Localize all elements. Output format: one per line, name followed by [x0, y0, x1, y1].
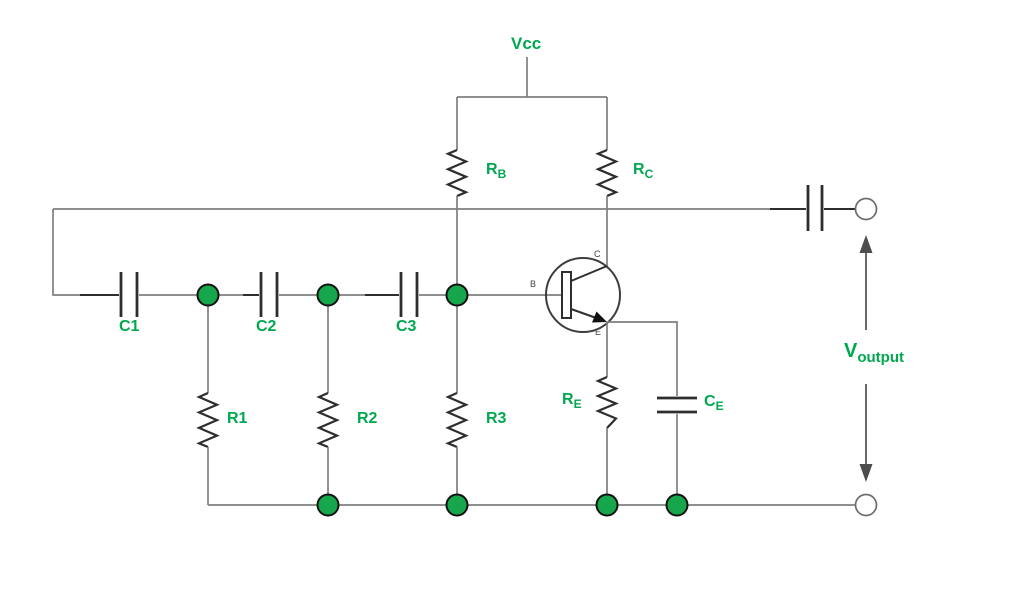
label-rb-main: R	[486, 161, 498, 178]
junction-dot-r2-ground	[316, 493, 340, 517]
capacitor-c2	[219, 272, 318, 317]
label-vcc-text: Vcc	[511, 34, 542, 53]
label-re-sub: E	[573, 397, 582, 411]
label-c1: C1	[119, 319, 139, 335]
voutput-arrowhead-down	[859, 464, 873, 482]
label-c1-text: C1	[119, 318, 140, 335]
r1-zigzag	[196, 391, 220, 449]
transistor-body-circle	[545, 257, 621, 333]
output-terminal-top	[854, 197, 878, 221]
label-re-main: R	[562, 391, 574, 408]
label-transistor-collector: C	[594, 250, 601, 259]
emitter-network	[606, 321, 678, 396]
label-r1: R1	[227, 411, 247, 427]
label-voutput: Voutput	[844, 341, 904, 365]
label-r3: R3	[486, 411, 506, 427]
resistor-re	[595, 375, 619, 496]
emitter-to-ce-wire	[607, 321, 678, 396]
junction-dot-ce-ground	[665, 493, 689, 517]
r2-zigzag	[316, 391, 340, 449]
capacitor-ce	[657, 396, 697, 496]
label-r3-text: R3	[486, 410, 507, 427]
resistor-r1	[196, 305, 220, 505]
junction-dot-c1-c2	[196, 283, 220, 307]
junction-dot-c2-c3	[316, 283, 340, 307]
label-rb: RB	[486, 161, 507, 181]
label-rc: RC	[633, 161, 654, 181]
output-terminal-bottom	[854, 493, 878, 517]
feedback-rail	[52, 208, 806, 296]
label-r1-text: R1	[227, 410, 248, 427]
label-transistor-base: B	[530, 280, 536, 289]
label-c3-text: C3	[396, 318, 417, 335]
junction-dots	[196, 283, 689, 517]
junction-dot-c3-base	[445, 283, 469, 307]
label-transistor-collector-text: C	[594, 249, 601, 259]
resistor-r2	[316, 305, 340, 496]
label-rb-sub: B	[497, 167, 507, 181]
label-re: RE	[562, 391, 582, 411]
capacitor-c3	[339, 272, 447, 317]
resistor-r3	[445, 305, 469, 496]
transistor-base-bar	[561, 271, 572, 319]
label-c3: C3	[396, 319, 416, 335]
transistor-q1	[545, 257, 621, 333]
label-transistor-emitter: E	[595, 328, 601, 337]
label-rc-main: R	[633, 161, 645, 178]
label-c2-text: C2	[256, 318, 277, 335]
capacitor-output	[806, 185, 855, 231]
resistor-rc	[595, 97, 619, 267]
feedback-left-wire	[52, 209, 80, 296]
capacitor-c1	[80, 272, 198, 317]
rc-zigzag	[595, 148, 619, 198]
r3-zigzag	[445, 391, 469, 449]
re-zigzag	[595, 375, 619, 429]
label-voutput-main: V	[844, 340, 858, 362]
rb-zigzag	[445, 148, 469, 198]
label-vcc: Vcc	[511, 35, 541, 52]
junction-dot-re-ground	[595, 493, 619, 517]
voutput-arrow	[859, 235, 873, 482]
label-ce-main: C	[704, 393, 716, 410]
label-c2: C2	[256, 319, 276, 335]
voutput-arrowhead-up	[859, 235, 873, 253]
junction-dot-r3-ground	[445, 493, 469, 517]
transistor-collector-lead	[570, 265, 608, 282]
label-ce-sub: E	[715, 399, 724, 413]
label-rc-sub: C	[644, 167, 654, 181]
resistor-rb	[445, 97, 469, 295]
label-ce: CE	[704, 393, 724, 413]
label-r2: R2	[357, 411, 377, 427]
transistor-emitter-arrow	[592, 311, 607, 323]
label-voutput-sub: output	[857, 349, 904, 366]
label-r2-text: R2	[357, 410, 378, 427]
vcc-rail	[457, 57, 607, 98]
label-transistor-base-text: B	[530, 279, 537, 289]
label-transistor-emitter-text: E	[595, 327, 602, 337]
